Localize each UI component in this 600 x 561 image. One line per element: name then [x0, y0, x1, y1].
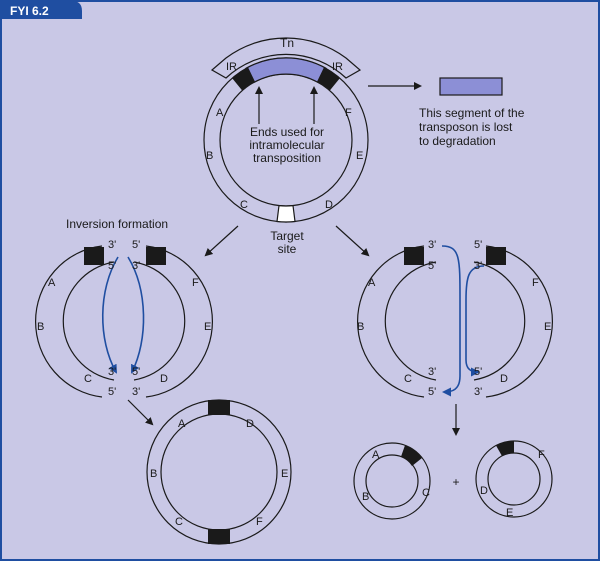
del-gene-f: F — [538, 449, 545, 461]
ends-text-line3: transposition — [253, 151, 321, 165]
del-gene-b: B — [362, 491, 369, 503]
left-gene-d: D — [160, 373, 168, 385]
left-gene-a: A — [48, 277, 56, 289]
left-gene-b: B — [37, 321, 44, 333]
inversion-title: Inversion formation — [66, 217, 168, 231]
right-intermediate — [357, 245, 553, 398]
inversion-product — [146, 399, 292, 545]
lost-segment — [439, 77, 503, 96]
lost-text-line2: transposon is lost — [419, 120, 513, 134]
right-gene-b: B — [357, 321, 364, 333]
inv-gene-f: F — [256, 516, 263, 528]
right-5p-bottom-inner: 5' — [474, 366, 482, 378]
left-3p-inner: 3' — [132, 260, 140, 272]
top-gene-b: B — [206, 150, 213, 162]
del-gene-d: D — [480, 485, 488, 497]
right-3p-bottom: 3' — [474, 386, 482, 398]
inv-gene-d: D — [246, 418, 254, 430]
left-gene-e: E — [204, 321, 211, 333]
right-3p-inner: 3' — [474, 260, 482, 272]
left-3p-top: 3' — [108, 239, 116, 251]
left-gene-c: C — [84, 373, 92, 385]
arrow-to-deletion — [335, 225, 370, 257]
top-gene-a: A — [216, 107, 224, 119]
deletion-product-left — [353, 442, 431, 520]
right-5p-inner: 5' — [428, 260, 436, 272]
left-5p-top: 5' — [132, 239, 140, 251]
inv-gene-e: E — [281, 468, 288, 480]
target-text-line2: site — [278, 242, 297, 256]
transposon-segment — [245, 57, 327, 84]
left-gene-f: F — [192, 277, 199, 289]
top-plasmid — [203, 37, 369, 223]
target-text-line1: Target — [270, 229, 304, 243]
del-gene-c: C — [422, 487, 430, 499]
right-5p-bottom: 5' — [428, 386, 436, 398]
right-gene-d: D — [500, 373, 508, 385]
left-5p-inner: 5' — [108, 260, 116, 272]
top-gene-d: D — [325, 199, 333, 211]
left-intermediate — [35, 245, 213, 398]
arrow-to-inversion — [204, 225, 239, 257]
top-gene-e: E — [356, 150, 363, 162]
inv-gene-c: C — [175, 516, 183, 528]
right-gene-f: F — [532, 277, 539, 289]
left-3p-bottom-inner: 3' — [108, 366, 116, 378]
ends-text-line1: Ends used for — [250, 125, 324, 139]
right-gene-c: C — [404, 373, 412, 385]
right-3p-top: 3' — [428, 239, 436, 251]
left-5p-bottom: 5' — [108, 386, 116, 398]
lost-text-line3: to degradation — [419, 134, 496, 148]
plus-sign: + — [452, 475, 459, 489]
inv-gene-b: B — [150, 468, 157, 480]
right-gene-e: E — [544, 321, 551, 333]
panel-tab — [1, 1, 82, 19]
right-5p-top: 5' — [474, 239, 482, 251]
del-gene-e: E — [506, 507, 513, 519]
left-3p-bottom: 3' — [132, 386, 140, 398]
top-gene-f: F — [345, 107, 352, 119]
ir-block-left — [232, 67, 255, 91]
target-site — [276, 204, 296, 223]
del-gene-a: A — [372, 449, 380, 461]
ir-right-label: IR — [332, 61, 343, 73]
tn-bracket — [210, 37, 362, 79]
arrow-to-inversion-product — [127, 399, 154, 426]
lost-text-line1: This segment of the — [419, 106, 525, 120]
deletion-product-right — [475, 440, 553, 518]
right-3p-bottom-inner: 3' — [428, 366, 436, 378]
ir-left-label: IR — [226, 61, 237, 73]
top-gene-c: C — [240, 199, 248, 211]
ends-text-line2: intramolecular — [249, 138, 324, 152]
tn-label: Tn — [280, 36, 294, 50]
inv-gene-a: A — [178, 418, 186, 430]
right-gene-a: A — [368, 277, 376, 289]
ir-block-right — [317, 67, 340, 91]
left-5p-bottom-inner: 5' — [132, 366, 140, 378]
panel-tab-label: FYI 6.2 — [10, 4, 49, 18]
